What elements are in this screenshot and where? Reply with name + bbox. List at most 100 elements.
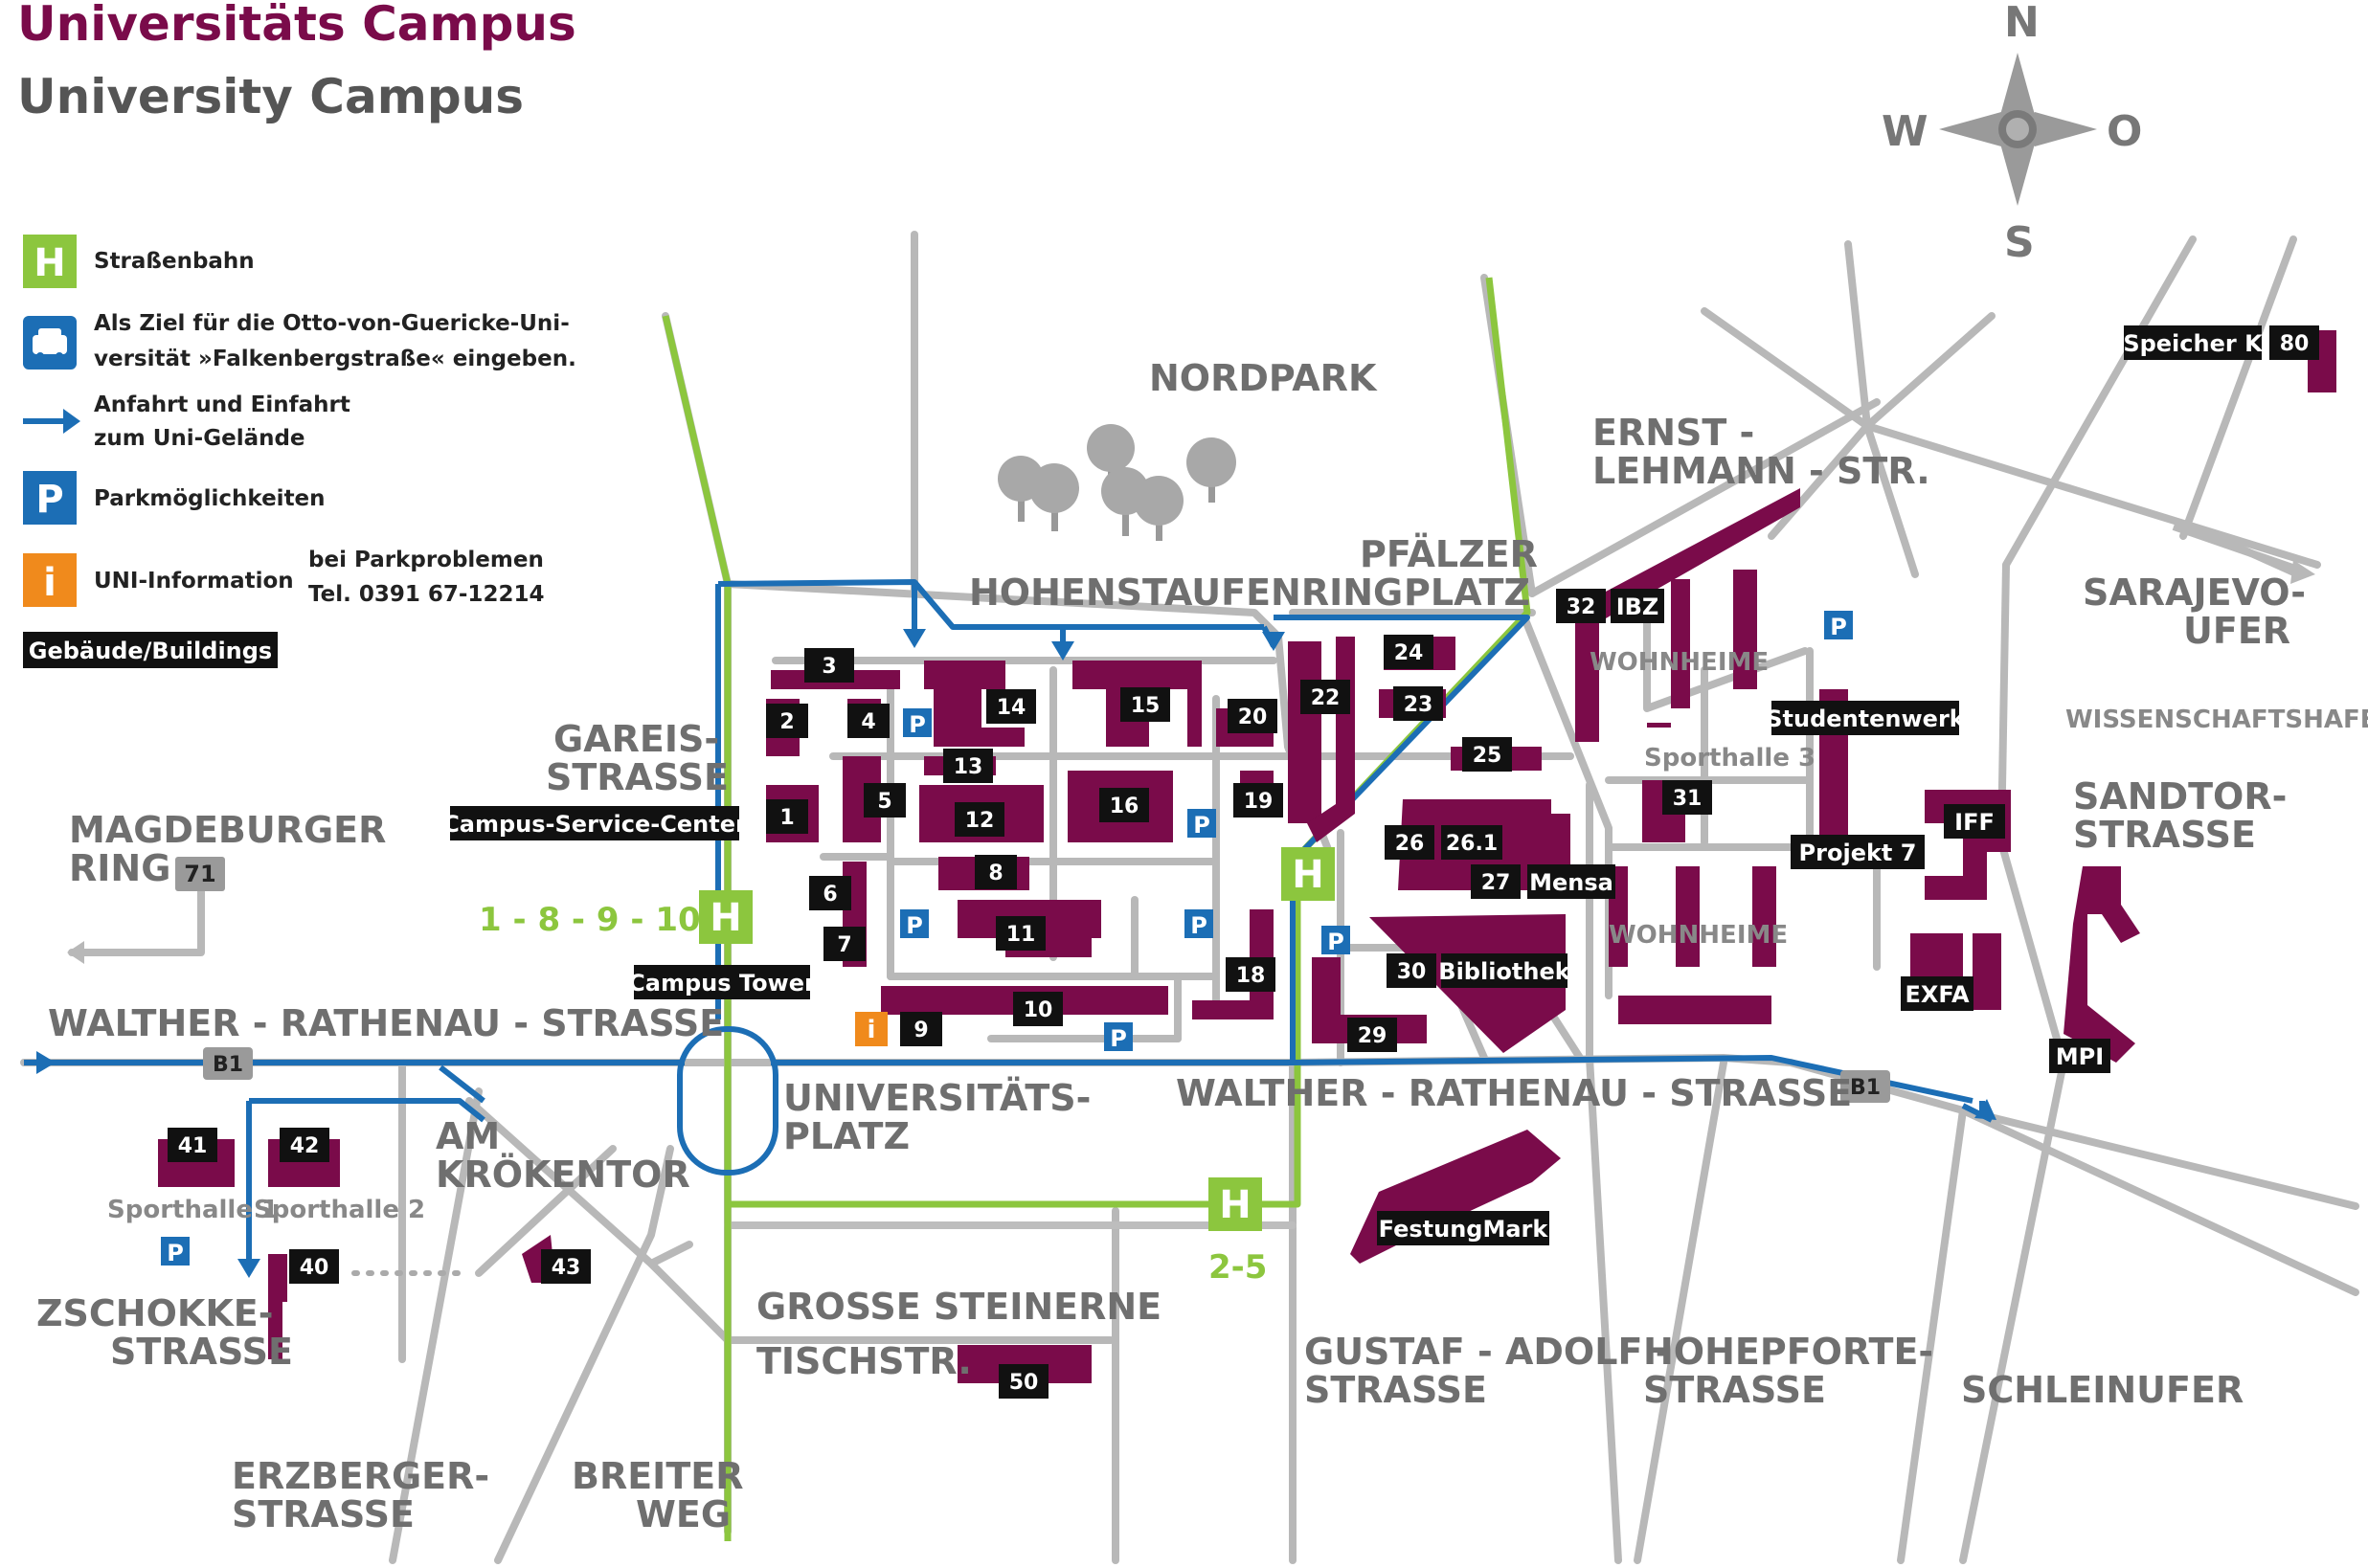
building-16-label[interactable]: 16 bbox=[1099, 788, 1149, 822]
building-32-label[interactable]: 32 bbox=[1556, 589, 1606, 623]
svg-text:ZSCHOKKE-: ZSCHOKKE- bbox=[36, 1292, 274, 1334]
svg-text:AM: AM bbox=[436, 1115, 500, 1157]
ibz-label[interactable]: IBZ bbox=[1611, 589, 1664, 623]
svg-text:26.1: 26.1 bbox=[1446, 832, 1498, 856]
svg-text:Campus Tower: Campus Tower bbox=[628, 970, 816, 997]
building-22-label[interactable]: 22 bbox=[1300, 680, 1350, 714]
building-26-label[interactable]: 26 bbox=[1385, 825, 1434, 860]
svg-text:5: 5 bbox=[877, 790, 891, 814]
svg-text:H: H bbox=[1219, 1183, 1251, 1227]
svg-text:MAGDEBURGER: MAGDEBURGER bbox=[69, 809, 386, 851]
nordpark-trees bbox=[998, 424, 1236, 541]
compass-o: O bbox=[2107, 107, 2142, 156]
svg-text:40: 40 bbox=[300, 1256, 329, 1280]
parking-markers: P P P P P P P P bbox=[161, 611, 1853, 1266]
building-27-label[interactable]: 27 bbox=[1471, 864, 1521, 899]
svg-text:Projekt 7: Projekt 7 bbox=[1799, 840, 1917, 866]
svg-text:11: 11 bbox=[1006, 923, 1036, 947]
building-20-label[interactable]: 20 bbox=[1228, 699, 1277, 733]
svg-text:4: 4 bbox=[861, 710, 875, 734]
parking-icon[interactable]: P bbox=[1104, 1022, 1133, 1052]
building-2-label[interactable]: 2 bbox=[766, 704, 808, 738]
building-41-label[interactable]: 41 bbox=[168, 1128, 217, 1162]
building-43-label[interactable]: 43 bbox=[541, 1249, 591, 1284]
building-50-label[interactable]: 50 bbox=[999, 1364, 1049, 1399]
building-13-label[interactable]: 13 bbox=[943, 749, 993, 783]
legend-info-icon: i bbox=[23, 553, 77, 607]
parking-icon[interactable]: P bbox=[1184, 909, 1213, 939]
svg-text:STRASSE: STRASSE bbox=[1643, 1369, 1826, 1411]
exfa-label[interactable]: EXFA bbox=[1901, 976, 1973, 1011]
svg-text:WOHNHEIME: WOHNHEIME bbox=[1590, 648, 1769, 677]
building-12-label[interactable]: 12 bbox=[955, 802, 1004, 837]
svg-text:22: 22 bbox=[1311, 686, 1341, 710]
building-25-label[interactable]: 25 bbox=[1462, 737, 1512, 772]
building-4-label[interactable]: 4 bbox=[847, 704, 890, 738]
studentenwerk-label[interactable]: Studentenwerk bbox=[1766, 701, 1966, 735]
building-24-label[interactable]: 24 bbox=[1384, 635, 1433, 669]
uni-information-icon[interactable]: i bbox=[855, 1012, 888, 1046]
building-9-label[interactable]: 9 bbox=[900, 1012, 942, 1046]
legend-route-line1: Anfahrt und Einfahrt bbox=[94, 392, 350, 417]
building-3-label[interactable]: 3 bbox=[804, 648, 854, 683]
svg-text:27: 27 bbox=[1481, 871, 1511, 895]
parking-icon[interactable]: P bbox=[900, 909, 929, 939]
svg-text:STRASSE: STRASSE bbox=[1304, 1369, 1487, 1411]
building-7-label[interactable]: 7 bbox=[823, 927, 866, 961]
building-10-label[interactable]: 10 bbox=[1013, 992, 1063, 1026]
legend-navi-line2: versität »Falkenbergstraße« eingeben. bbox=[94, 347, 576, 371]
building-5-label[interactable]: 5 bbox=[864, 783, 906, 818]
tram-stop-pfaelzer[interactable]: H bbox=[1281, 847, 1335, 901]
parking-icon[interactable]: P bbox=[161, 1237, 190, 1266]
building-19-label[interactable]: 19 bbox=[1233, 783, 1283, 818]
svg-text:32: 32 bbox=[1567, 595, 1596, 619]
building-15-label[interactable]: 15 bbox=[1120, 687, 1170, 722]
building-80-label[interactable]: 80 bbox=[2269, 325, 2319, 360]
building-8-label[interactable]: 8 bbox=[975, 855, 1017, 889]
building-26-1-label[interactable]: 26.1 bbox=[1441, 825, 1502, 860]
projekt7-label[interactable]: Projekt 7 bbox=[1791, 835, 1925, 869]
parking-icon[interactable]: P bbox=[1321, 926, 1350, 955]
svg-text:P: P bbox=[909, 711, 926, 738]
mensa-label[interactable]: Mensa bbox=[1527, 864, 1615, 899]
building-30-label[interactable]: 30 bbox=[1387, 953, 1436, 988]
svg-text:6: 6 bbox=[823, 883, 837, 907]
svg-text:P: P bbox=[906, 912, 923, 939]
page-title-en: University Campus bbox=[17, 69, 524, 124]
parking-icon[interactable]: P bbox=[1824, 611, 1853, 640]
iff-label[interactable]: IFF bbox=[1944, 804, 2005, 839]
building-1-label[interactable]: 1 bbox=[766, 799, 808, 834]
building-29-label[interactable]: 29 bbox=[1347, 1018, 1397, 1052]
bibliothek-label[interactable]: Bibliothek bbox=[1438, 953, 1571, 988]
svg-text:18: 18 bbox=[1236, 964, 1266, 988]
building-18-label[interactable]: 18 bbox=[1226, 957, 1275, 992]
mpi-label[interactable]: MPI bbox=[2049, 1039, 2110, 1073]
building-6-label[interactable]: 6 bbox=[809, 876, 851, 910]
tram-stop-west[interactable]: H bbox=[699, 890, 753, 944]
building-31-label[interactable]: 31 bbox=[1662, 780, 1712, 815]
svg-text:71: 71 bbox=[184, 861, 215, 887]
festungmark-label[interactable]: FestungMark bbox=[1377, 1211, 1549, 1245]
svg-text:P: P bbox=[1193, 812, 1210, 839]
legend-tram-label: Straßenbahn bbox=[94, 249, 255, 274]
parking-icon[interactable]: P bbox=[903, 708, 932, 738]
building-14-label[interactable]: 14 bbox=[986, 689, 1036, 724]
legend-route-arrow-icon bbox=[23, 409, 80, 434]
svg-text:19: 19 bbox=[1244, 790, 1274, 814]
campus-service-center-label[interactable]: Campus-Service-Center bbox=[442, 806, 747, 840]
building-11-label[interactable]: 11 bbox=[996, 916, 1046, 951]
tram-stop-south[interactable]: H bbox=[1208, 1177, 1262, 1231]
tree-icon bbox=[1029, 463, 1079, 531]
road-network bbox=[20, 231, 2359, 1564]
ring-71-badge: 71 bbox=[175, 857, 225, 891]
campus-tower-label[interactable]: Campus Tower bbox=[628, 965, 816, 999]
building-42-label[interactable]: 42 bbox=[280, 1128, 329, 1162]
svg-text:SARAJEVO-: SARAJEVO- bbox=[2083, 571, 2306, 614]
building-40-label[interactable]: 40 bbox=[289, 1249, 339, 1284]
svg-text:20: 20 bbox=[1238, 706, 1268, 729]
building-23-label[interactable]: 23 bbox=[1393, 686, 1443, 721]
svg-text:29: 29 bbox=[1358, 1024, 1387, 1048]
svg-text:WEG: WEG bbox=[636, 1493, 731, 1535]
parking-icon[interactable]: P bbox=[1187, 809, 1216, 839]
speicher-k-label[interactable]: Speicher K bbox=[2123, 325, 2264, 360]
